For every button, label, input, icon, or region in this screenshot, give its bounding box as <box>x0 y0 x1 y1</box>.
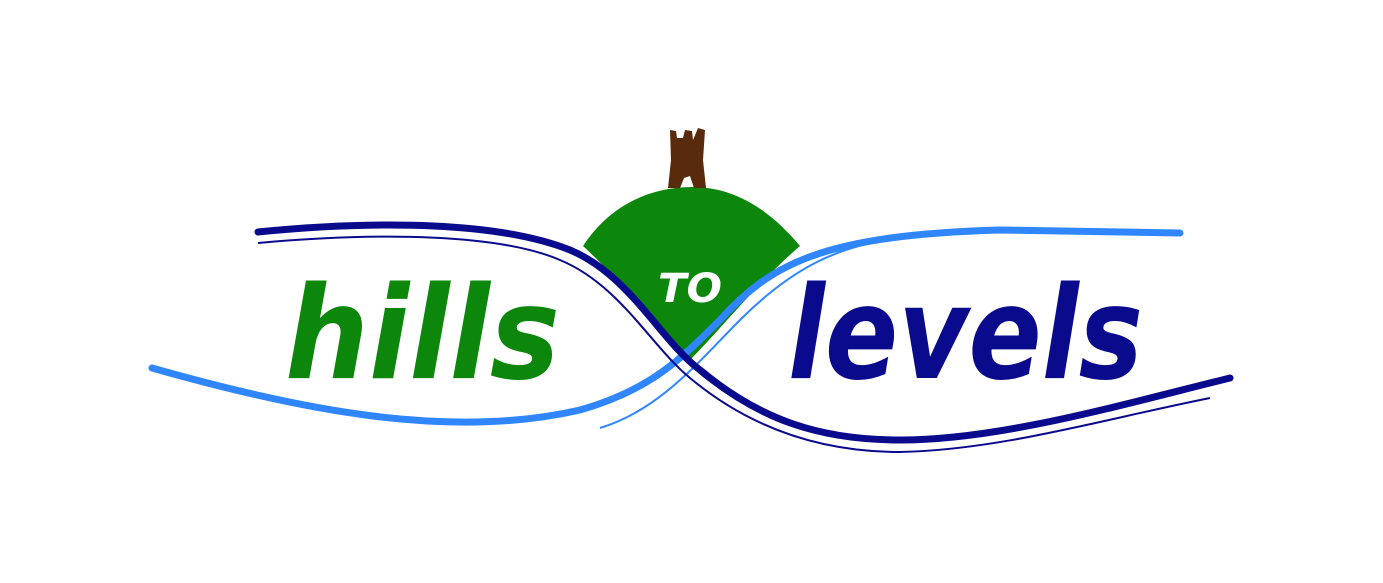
logo-word-to: TO <box>658 266 722 312</box>
light-blue-wave-thin <box>599 237 911 429</box>
logo-word-levels: levels <box>788 260 1143 409</box>
tower-icon <box>668 128 706 188</box>
logo-word-hills: hills <box>285 260 560 409</box>
dark-blue-wave-thin <box>257 235 1211 454</box>
dark-blue-wave <box>254 221 1234 444</box>
light-blue-wave <box>148 226 1184 426</box>
hill-shape <box>583 187 800 360</box>
